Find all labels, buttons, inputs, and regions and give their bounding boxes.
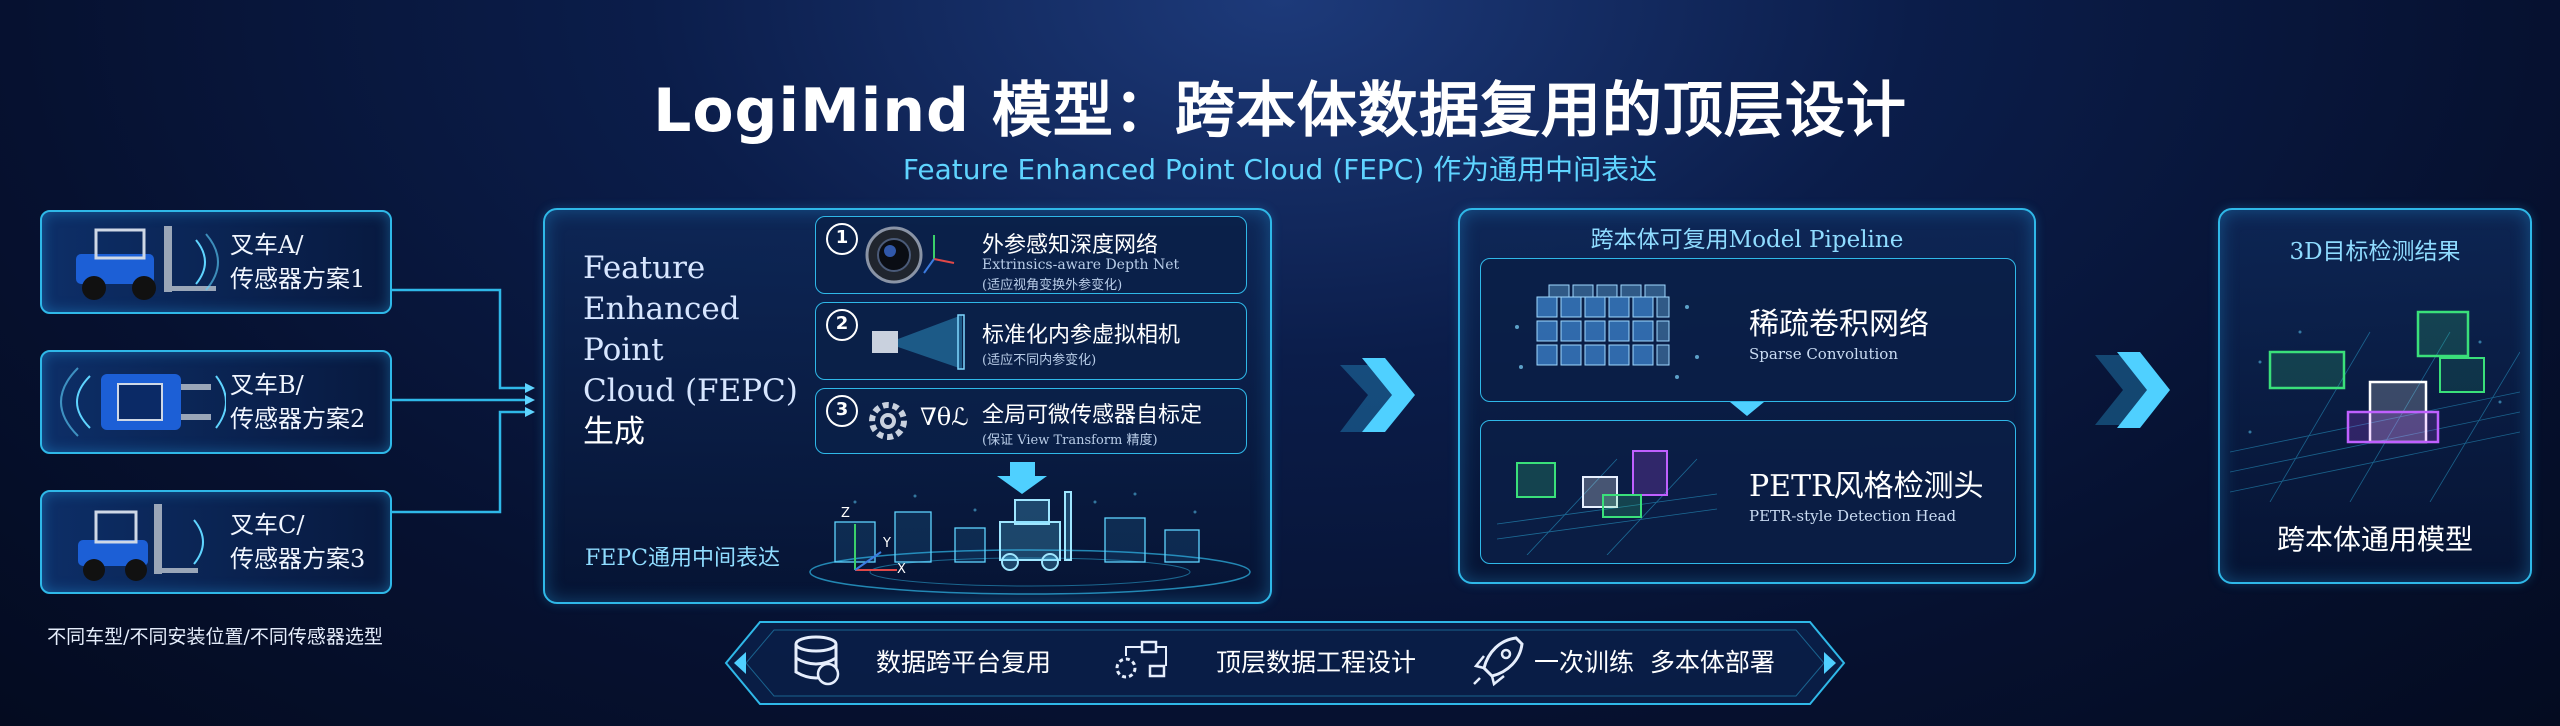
step-number: 3 <box>826 395 858 427</box>
sparse-conv-title: 稀疏卷积网络 <box>1749 307 1929 342</box>
bottom-item-3-label: 一次训练 多本体部署 <box>1534 648 1775 677</box>
fepc-heading-line: Enhanced <box>583 291 740 327</box>
result-label: 跨本体通用模型 <box>2276 523 2473 556</box>
pipeline-block-petr-head: PETR风格检测头 PETR-style Detection Head <box>1480 420 2016 564</box>
fepc-heading-line: Cloud (FEPC) <box>583 373 798 409</box>
sparse-conv-subtitle: Sparse Convolution <box>1749 345 1898 363</box>
step-1-en: Extrinsics-aware Depth Net <box>982 257 1180 273</box>
forklift-topview-icon <box>60 367 226 437</box>
fepc-step-3: 3 ∇θℒ 全局可微传感器自标定 (保证 View Transform 精度) <box>815 388 1247 454</box>
nabla-symbol: ∇θℒ <box>920 403 969 431</box>
forklift-icon <box>78 504 204 581</box>
detection-boxes-icon <box>1497 450 1717 555</box>
forklift-icon <box>76 226 219 300</box>
result-panel: 3D目标检测结果 跨本体通用模型 <box>2218 208 2532 584</box>
axis-z-label: Z <box>841 506 850 521</box>
truck-card-c: 叉车C/ 传感器方案3 <box>40 490 392 594</box>
slide-title: LogiMind 模型：跨本体数据复用的顶层设计 <box>653 76 1907 146</box>
workflow-icon <box>1115 640 1167 679</box>
truck-card-b: 叉车B/ 传感器方案2 <box>40 350 392 454</box>
step-number: 2 <box>826 309 858 341</box>
step-3-note: (保证 View Transform 精度) <box>982 433 1158 448</box>
axes-icon <box>854 524 897 571</box>
truck-b-line1: 叉车B/ <box>230 371 304 399</box>
flow-arrow-2 <box>2095 352 2170 428</box>
truck-card-a: 叉车A/ 传感器方案1 <box>40 210 392 314</box>
axis-y-label: Y <box>883 536 891 551</box>
pipeline-title: 跨本体可复用Model Pipeline <box>1590 227 1904 253</box>
fepc-heading: Feature Enhanced Point Cloud (FEPC) 生成 <box>583 248 798 453</box>
down-chevron-icon <box>1730 402 1764 416</box>
database-icon <box>794 635 840 686</box>
forklift-pointcloud <box>999 491 1072 571</box>
truck-c-line1: 叉车C/ <box>230 511 305 539</box>
petr-head-subtitle: PETR-style Detection Head <box>1749 507 1957 525</box>
petr-head-title: PETR风格检测头 <box>1749 469 1984 504</box>
camera-lens-icon <box>865 226 955 284</box>
fepc-panel: Feature Enhanced Point Cloud (FEPC) 生成 1… <box>543 208 1272 604</box>
slide-subtitle: Feature Enhanced Point Cloud (FEPC) 作为通用… <box>902 153 1658 186</box>
step-3-title: 全局可微传感器自标定 <box>982 403 1203 428</box>
step-number: 1 <box>826 223 858 255</box>
step-2-title: 标准化内参虚拟相机 <box>982 323 1181 348</box>
virtual-camera-icon <box>872 314 965 370</box>
truck-c-line2: 传感器方案3 <box>230 545 366 573</box>
step-2-note: (适应不同内参变化) <box>982 353 1097 368</box>
pipeline-panel: 跨本体可复用Model Pipeline 稀疏卷积网络 Sparse Convo… <box>1458 208 2036 584</box>
fepc-heading-line: 生成 <box>583 414 645 450</box>
fepc-heading-line: Feature <box>583 250 706 286</box>
fepc-step-1: 1 外参感知深度网络 Extrinsics-aware Depth Net (适… <box>815 216 1247 294</box>
truck-a-line1: 叉车A/ <box>230 231 304 259</box>
fepc-heading-line: Point <box>583 332 664 368</box>
bottom-item-1-label: 数据跨平台复用 <box>876 648 1052 677</box>
step-1-title: 外参感知深度网络 <box>982 233 1159 258</box>
bottom-bar-frame <box>724 621 1846 705</box>
bottom-item-2-label: 顶层数据工程设计 <box>1216 648 1417 677</box>
flow-arrow-1 <box>1340 358 1415 432</box>
fepc-repr-label: FEPC通用中间表达 <box>585 546 780 571</box>
pipeline-block-sparse-conv: 稀疏卷积网络 Sparse Convolution <box>1480 258 2016 402</box>
fepc-step-2: 2 标准化内参虚拟相机 (适应不同内参变化) <box>815 302 1247 380</box>
step-1-note: (适应视角变换外参变化) <box>982 278 1123 293</box>
gear-icon <box>869 402 907 440</box>
truck-b-line2: 传感器方案2 <box>230 405 366 433</box>
result-title: 3D目标检测结果 <box>2289 239 2461 265</box>
sparse-voxel-icon <box>1515 284 1699 379</box>
sources-caption: 不同车型/不同安装位置/不同传感器选型 <box>47 626 383 648</box>
axis-x-label: X <box>897 562 906 577</box>
truck-a-line2: 传感器方案1 <box>230 265 366 293</box>
detection-result-scene <box>2230 310 2520 502</box>
rocket-icon <box>1473 636 1524 687</box>
